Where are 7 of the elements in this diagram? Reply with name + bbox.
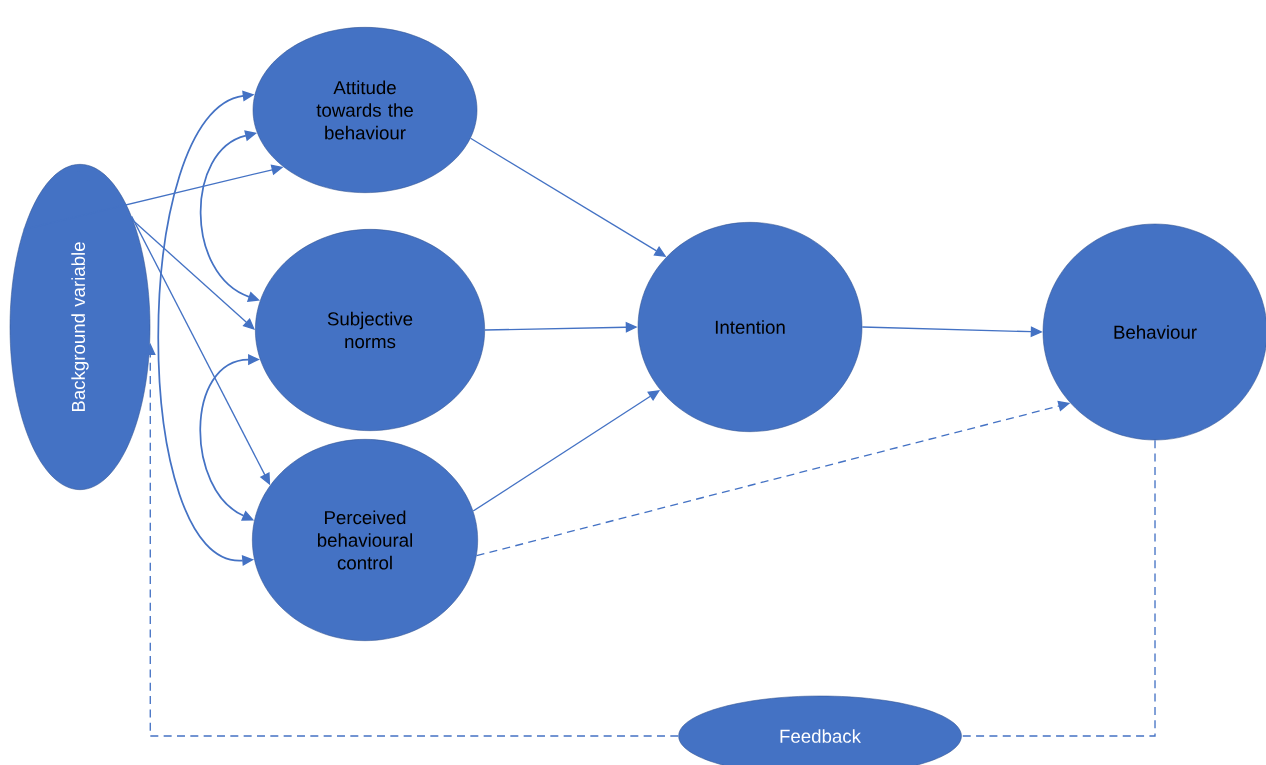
ellipse-node: Background variable bbox=[9, 164, 151, 490]
ellipse-node: Intention bbox=[637, 222, 863, 432]
ellipse-node: Behaviour bbox=[1042, 223, 1266, 441]
ellipse-node: Attitude towards the behaviour bbox=[252, 27, 478, 193]
ellipse-node: Feedback bbox=[678, 695, 962, 765]
ellipse-node: Perceived behavioural control bbox=[252, 439, 478, 641]
ellipse-node: Subjective norms bbox=[255, 229, 485, 431]
